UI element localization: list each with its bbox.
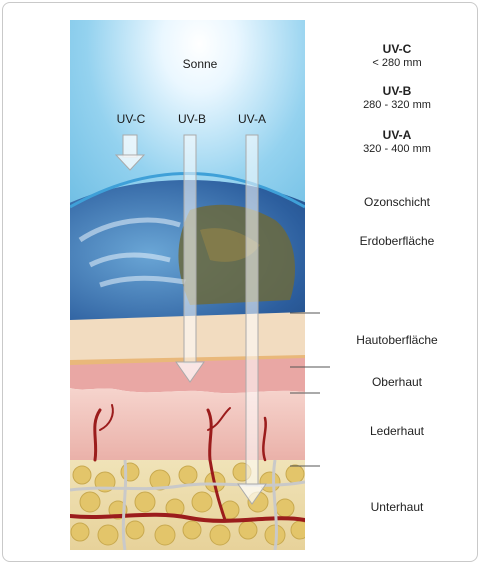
legend-uvb-range: 280 - 320 mm: [316, 99, 478, 111]
legend-uvc-range: < 280 mm: [316, 57, 478, 69]
layer-skin-surface: Hautoberfläche: [316, 333, 478, 347]
legend-uva-range: 320 - 400 mm: [316, 143, 478, 155]
layer-earth-surface: Erdoberfläche: [316, 234, 478, 248]
layer-epidermis: Oberhaut: [316, 375, 478, 389]
legend-uvb-name: UV-B: [316, 84, 478, 98]
layer-subcutis: Unterhaut: [316, 500, 478, 514]
layer-ozone: Ozonschicht: [316, 195, 478, 209]
layer-dermis: Lederhaut: [316, 424, 478, 438]
legend-uvc-name: UV-C: [316, 42, 478, 56]
legend-uva-name: UV-A: [316, 128, 478, 142]
